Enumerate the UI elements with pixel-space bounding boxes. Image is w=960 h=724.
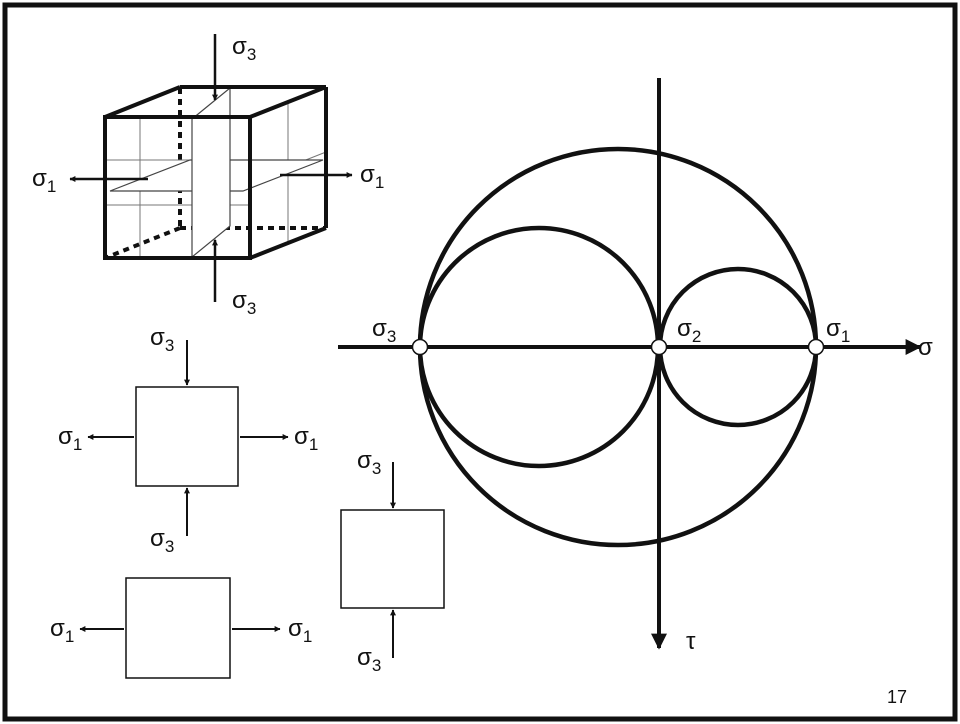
label-cube-sigma3-top: σ3	[232, 33, 256, 64]
label-cube-sigma3-bottom: σ3	[232, 287, 256, 318]
point-sigma1	[807, 338, 825, 356]
label-tau-axis: τ	[686, 628, 696, 655]
cube-force-arrows	[69, 34, 353, 302]
point-sigma2	[650, 338, 668, 356]
label-el1-sigma3-top: σ3	[150, 324, 174, 355]
label-el1-sigma1-left: σ1	[58, 423, 82, 454]
vertical-plane	[191, 86, 231, 259]
stress-element-sigma3: σ3 σ3	[340, 447, 445, 675]
label-mohr-sigma1: σ1	[826, 315, 850, 346]
stress-element-sigma1-sigma3: σ3 σ3 σ1 σ1	[58, 324, 318, 556]
label-sigma-axis: σ	[918, 334, 933, 361]
label-mohr-sigma3: σ3	[372, 315, 396, 346]
label-cube-sigma1-left: σ1	[32, 165, 56, 196]
label-el3-sigma3-bottom: σ3	[357, 644, 381, 675]
point-sigma3	[411, 338, 429, 356]
label-cube-sigma1-right: σ1	[360, 161, 384, 192]
label-el1-sigma3-bottom: σ3	[150, 525, 174, 556]
label-mohr-sigma2: σ2	[677, 315, 701, 346]
cube-visible-edges	[103, 85, 328, 260]
label-el2-sigma1-right: σ1	[288, 615, 312, 646]
mohr-diagram: σ3 σ2 σ1 σ τ	[338, 78, 933, 655]
page-number: 17	[887, 687, 907, 707]
stress-element-sigma1: σ1 σ1	[50, 577, 312, 679]
label-el2-sigma1-left: σ1	[50, 615, 74, 646]
cube-diagram: σ3 σ3 σ1 σ1	[32, 33, 384, 318]
label-el1-sigma1-right: σ1	[294, 423, 318, 454]
label-el3-sigma3-top: σ3	[357, 447, 381, 478]
